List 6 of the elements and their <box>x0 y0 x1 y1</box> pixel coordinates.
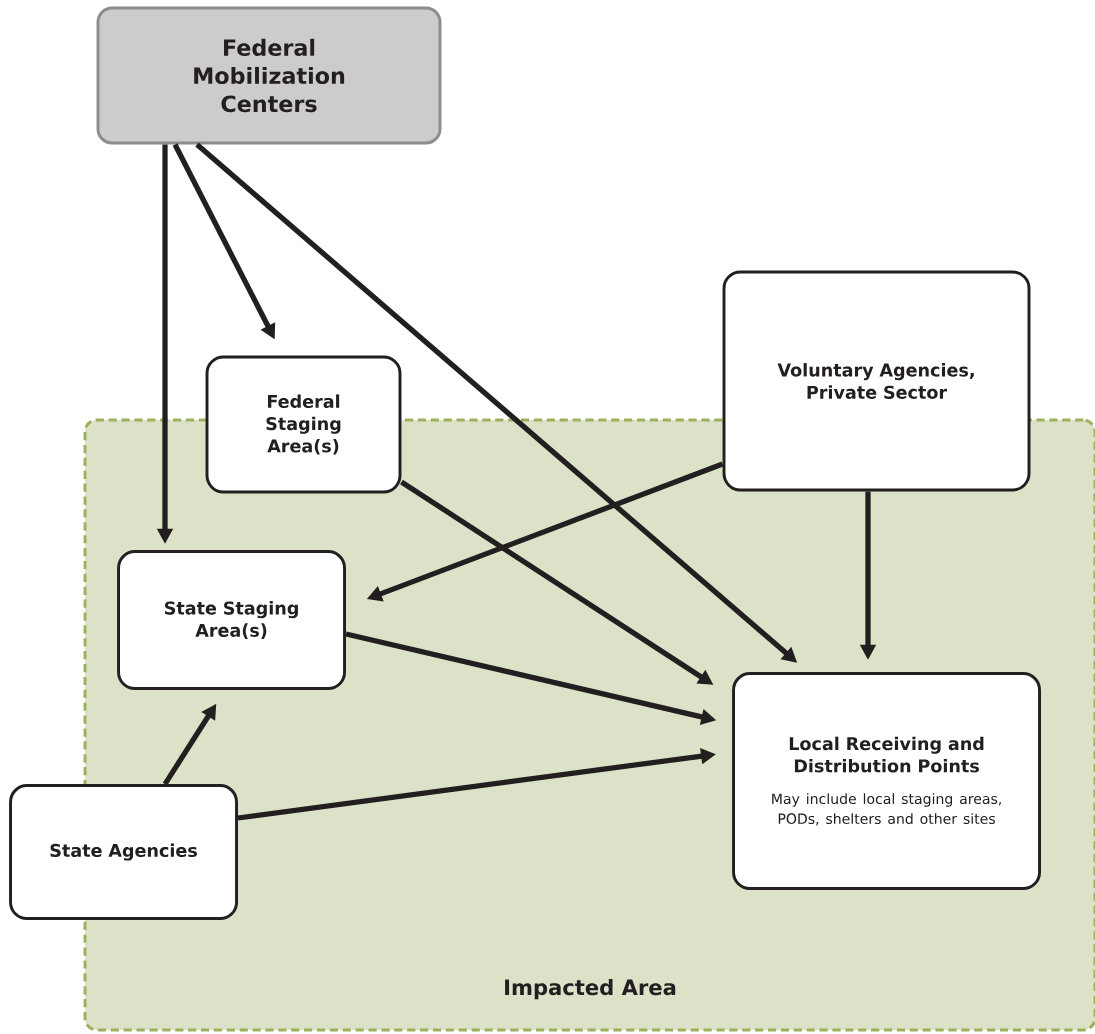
process-box: State Agencies <box>9 784 238 920</box>
process-box: Local Receiving and Distribution Points May include local staging areas, PODs, shelters and other sites <box>732 672 1041 890</box>
process-box: Federal Mobilization Centers <box>96 6 442 145</box>
process-box: Federal Staging Area(s) <box>205 355 402 494</box>
process-box: State Staging Area(s) <box>117 550 346 690</box>
process-box: Voluntary Agencies, Private Sector <box>722 270 1031 492</box>
